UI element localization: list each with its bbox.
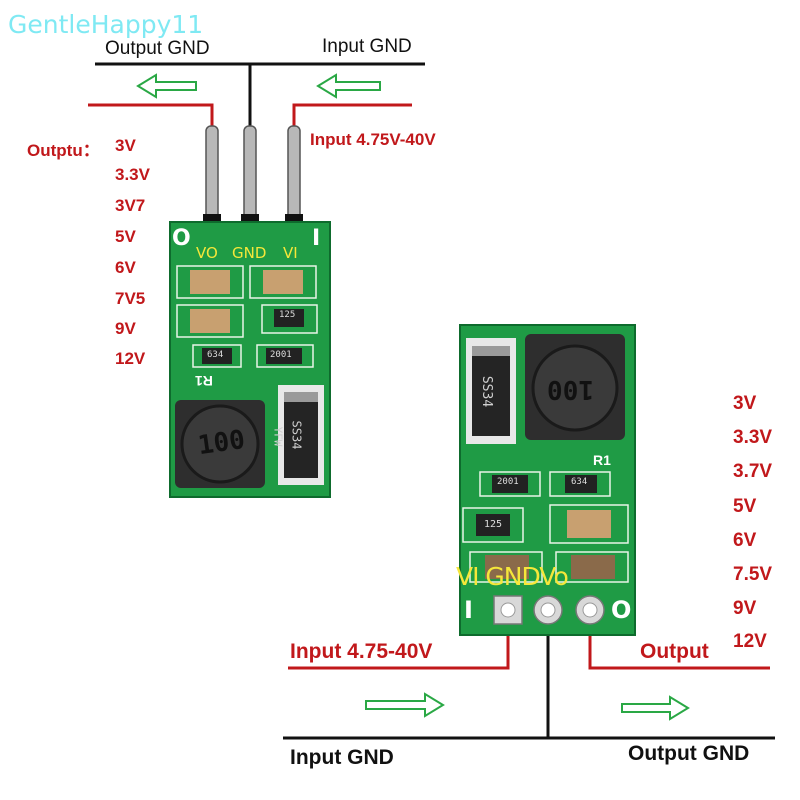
bottom-input-range-label: Input 4.75-40V xyxy=(290,640,433,663)
bottom-voltage-list: 3V 3.3V 3.7V 5V 6V 7.5V 9V 12V xyxy=(733,393,793,663)
top-input-wire xyxy=(292,103,412,128)
top-input-range-label: Input 4.75V-40V xyxy=(310,130,436,149)
top-input-arrow-icon xyxy=(316,73,381,99)
top-pin-vo-label: VO xyxy=(196,244,218,262)
top-voltage-item: 7V5 xyxy=(115,289,146,308)
bottom-res-634: 634 xyxy=(571,477,588,487)
top-res-634: 634 xyxy=(207,350,224,360)
top-voltage-item: 12V xyxy=(115,349,146,368)
top-mark-o: O xyxy=(172,226,191,251)
top-pcb-board xyxy=(169,221,331,498)
bottom-label-r1: R1 xyxy=(593,452,611,468)
bottom-voltage-item: 7.5V xyxy=(733,564,773,585)
top-output-gnd-label: Output GND xyxy=(105,38,210,59)
bottom-input-gnd-label: Input GND xyxy=(290,746,394,769)
top-voltage-item: 3V7 xyxy=(115,196,146,215)
bottom-voltage-item: 3V xyxy=(733,393,757,414)
top-voltage-item: 6V xyxy=(115,258,136,277)
bottom-voltage-item: 9V xyxy=(733,598,757,619)
watermark: GentleHappy11 xyxy=(8,10,204,39)
bottom-res-125: 125 xyxy=(484,519,503,530)
bottom-pcb-board xyxy=(459,324,636,636)
top-diode-code2: YFW xyxy=(271,426,285,447)
top-pin-gnd-label: GND xyxy=(232,244,267,262)
top-mark-i: I xyxy=(312,226,321,251)
top-voltage-item: 9V xyxy=(115,319,136,338)
top-diode-code: SS34 xyxy=(289,420,304,450)
top-pin-vi-label: VI xyxy=(283,244,298,262)
top-input-gnd-label: Input GND xyxy=(322,36,412,57)
top-voltage-item: 3.3V xyxy=(115,165,150,184)
top-output-arrow-icon xyxy=(136,73,197,99)
top-output-wire xyxy=(88,103,214,128)
top-output-prefix: Outptu： xyxy=(27,141,100,160)
top-res-2001: 2001 xyxy=(270,350,292,360)
bottom-output-gnd-label: Output GND xyxy=(628,742,750,765)
top-voltage-list: 3V 3.3V 3V7 5V 6V 7V5 9V 12V xyxy=(115,136,175,376)
bottom-output-arrow-icon xyxy=(621,695,690,721)
top-label-r1: R1 xyxy=(195,373,213,389)
top-header-pins xyxy=(203,125,303,232)
bottom-voltage-item: 6V xyxy=(733,530,757,551)
bottom-voltage-item: 3.3V xyxy=(733,427,773,448)
bottom-inductor-code: 100 xyxy=(547,374,594,404)
bottom-voltage-item: 5V xyxy=(733,496,757,517)
bottom-res-2001: 2001 xyxy=(497,477,519,487)
bottom-input-arrow-icon xyxy=(365,692,445,718)
bottom-mark-i: I xyxy=(464,596,473,624)
bottom-mark-o: O xyxy=(611,596,632,624)
bottom-voltage-item: 12V xyxy=(733,631,767,652)
top-res-125: 125 xyxy=(279,310,296,320)
bottom-voltage-item: 3.7V xyxy=(733,461,773,482)
bottom-output-label: Output xyxy=(640,640,709,663)
bottom-pin-labels: VI GNDVo xyxy=(456,562,569,591)
top-voltage-item: 3V xyxy=(115,136,136,155)
top-voltage-item: 5V xyxy=(115,227,136,246)
bottom-diode-code: SS34 xyxy=(479,375,495,408)
